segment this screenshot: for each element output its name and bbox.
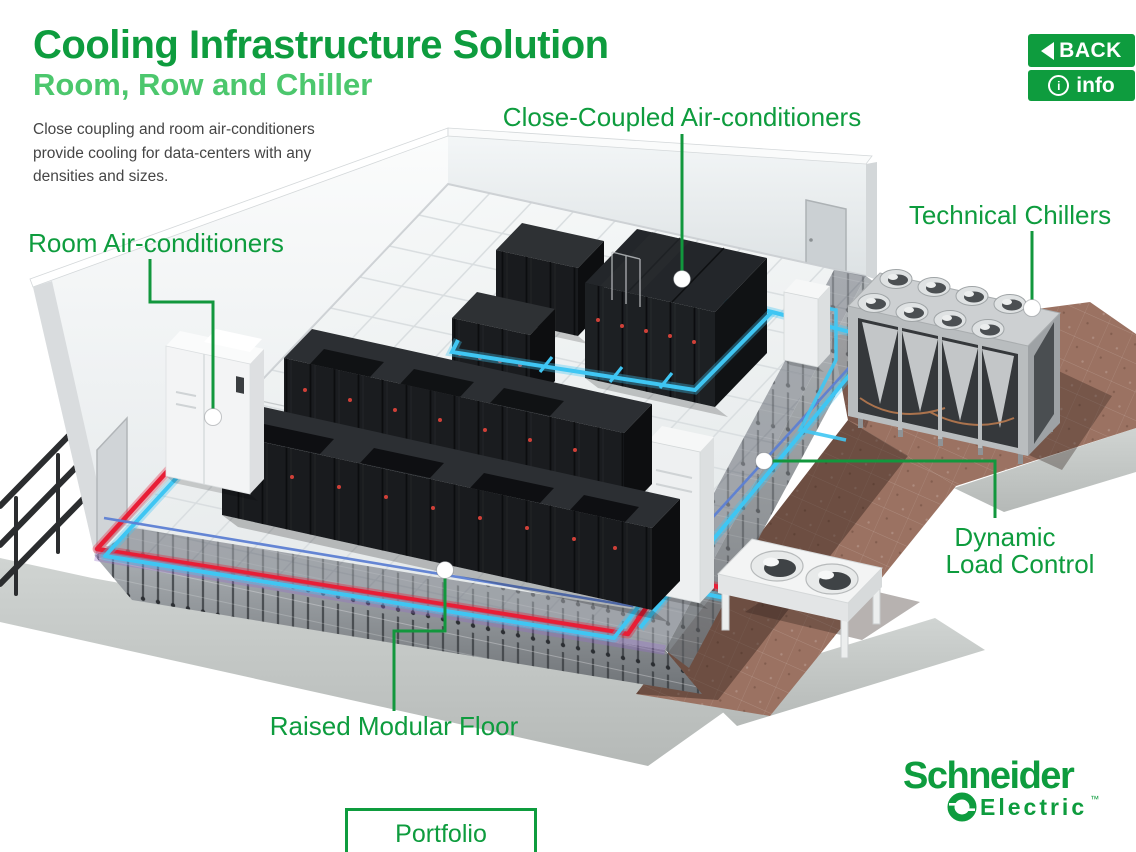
chilled-water-loop-front (445, 308, 776, 395)
portfolio-button[interactable]: Portfolio (345, 808, 537, 852)
back-button[interactable]: BACK (1028, 34, 1135, 67)
label-technical-chillers[interactable]: Technical Chillers (909, 200, 1111, 230)
leader-lines (148, 134, 1034, 711)
page-description: Close coupling and room air-conditioners… (33, 121, 315, 185)
back-button-label: BACK (1059, 38, 1122, 62)
label-room-ac[interactable]: Room Air-conditioners (28, 228, 284, 258)
schneider-swirl-icon (947, 792, 977, 822)
hotspot-dot-dynamic-load[interactable] (755, 452, 773, 470)
leader-raised-floor (392, 578, 447, 711)
chiller-fan-icon (857, 269, 1027, 339)
info-button-label: info (1076, 73, 1115, 97)
control-line-blue (103, 359, 857, 608)
brand-name: Schneider (903, 755, 1075, 797)
room-door-back (805, 199, 847, 274)
info-button[interactable]: i info (1028, 70, 1135, 101)
brand-trademark: ™ (1090, 794, 1100, 804)
brand-division: Electric (980, 793, 1088, 820)
portfolio-button-label: Portfolio (395, 820, 487, 848)
page-subtitle: Room, Row and Chiller (33, 67, 373, 103)
dry-cooler-unit (717, 538, 920, 659)
label-dynamic-load-1[interactable]: Dynamic (954, 522, 1055, 552)
dry-cooler-fan-icon (750, 550, 859, 595)
page-title: Cooling Infrastructure Solution (33, 23, 609, 67)
hotspot-dot-close-coupled[interactable] (673, 270, 691, 288)
room-back-wall (447, 127, 877, 280)
technical-chiller-unit (847, 269, 1112, 470)
brand-logo: Schneider Electric ™ (903, 757, 1099, 822)
back-arrow-icon (1041, 41, 1055, 60)
label-dynamic-load-2[interactable]: Load Control (946, 549, 1095, 579)
hotspot-dot-room-ac[interactable] (204, 408, 222, 426)
leader-dynamic-load (772, 459, 997, 518)
perimeter-ac-unit (783, 279, 830, 372)
header: Cooling Infrastructure Solution Room, Ro… (33, 23, 609, 188)
label-close-coupled[interactable]: Close-Coupled Air-conditioners (503, 102, 861, 132)
hotspot-dot-raised-floor[interactable] (436, 561, 454, 579)
hotspot-dot-technical-chillers[interactable] (1023, 299, 1041, 317)
leader-room-ac (148, 259, 215, 409)
label-raised-floor[interactable]: Raised Modular Floor (270, 711, 519, 741)
info-icon: i (1048, 75, 1070, 96)
